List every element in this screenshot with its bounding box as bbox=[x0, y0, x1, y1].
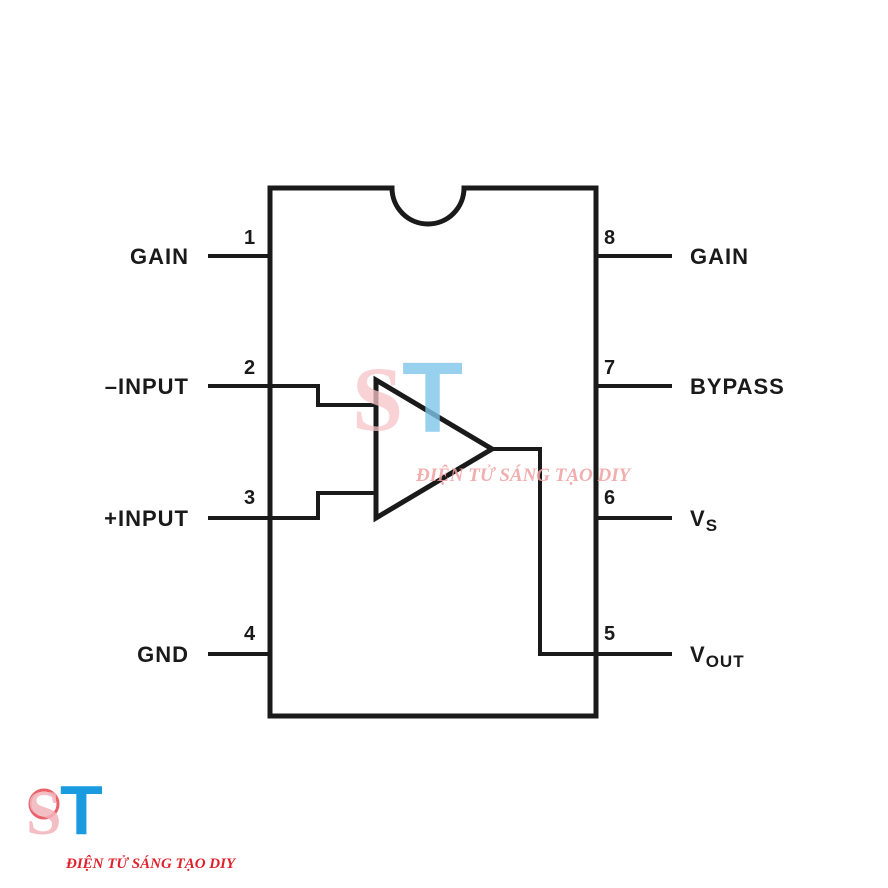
pin-2-number: 2 bbox=[244, 357, 255, 379]
watermark-logo-t: T bbox=[402, 342, 463, 454]
watermark: S T ĐIỆN TỬ SÁNG TẠO DIY bbox=[352, 342, 633, 486]
brand-logo: S T ĐIỆN TỬ SÁNG TẠO DIY bbox=[26, 771, 237, 872]
watermark-logo-s: S bbox=[352, 348, 403, 450]
pin-8-label: GAIN bbox=[690, 244, 749, 269]
ic-package-outline bbox=[267, 185, 599, 719]
logo-letter-s: S bbox=[26, 777, 62, 848]
logo-letter-t: T bbox=[60, 771, 103, 849]
logo-ring-icon bbox=[28, 788, 60, 820]
pin-7-number: 7 bbox=[604, 357, 615, 379]
logo-text: ĐIỆN TỬ SÁNG TẠO DIY bbox=[65, 855, 237, 872]
pin-5-number: 5 bbox=[604, 623, 615, 645]
pin-4-number: 4 bbox=[244, 623, 256, 645]
pin-5-label: VOUT bbox=[690, 642, 745, 671]
pin-3-number: 3 bbox=[244, 487, 255, 509]
pin-6-label: VS bbox=[690, 506, 718, 535]
pin-5-label-main: V bbox=[690, 642, 706, 667]
watermark-text: ĐIỆN TỬ SÁNG TẠO DIY bbox=[415, 464, 633, 486]
noninverting-input-wire bbox=[270, 491, 376, 520]
pin-6-label-subscript: S bbox=[706, 516, 718, 535]
pin-5-label-subscript: OUT bbox=[706, 652, 745, 671]
pin-4-label: GND bbox=[137, 642, 189, 667]
pin-1-label: GAIN bbox=[130, 244, 189, 269]
pin-3-label: +INPUT bbox=[104, 506, 189, 531]
pin-1-number: 1 bbox=[244, 227, 255, 249]
pin-8-number: 8 bbox=[604, 227, 615, 249]
pin-6-label-main: V bbox=[690, 506, 706, 531]
pin-6-number: 6 bbox=[604, 487, 615, 509]
inverting-input-wire bbox=[270, 384, 376, 407]
pin-2-label: –INPUT bbox=[105, 374, 189, 399]
output-wire bbox=[490, 447, 596, 656]
opamp-triangle-icon bbox=[373, 375, 497, 523]
pin-7-label: BYPASS bbox=[690, 374, 785, 399]
